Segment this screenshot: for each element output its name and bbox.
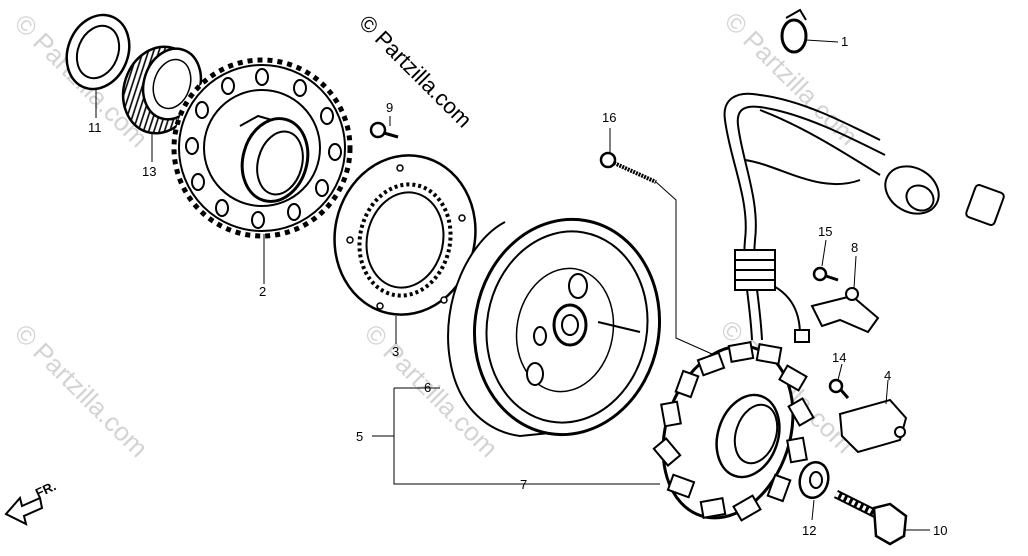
screw[interactable]	[828, 378, 850, 399]
callout-6[interactable]: 6	[424, 380, 431, 395]
stator[interactable]	[642, 329, 815, 535]
pulser-stay[interactable]	[810, 287, 880, 334]
coupler-connector-flat	[965, 184, 1005, 226]
callout-4[interactable]: 4	[884, 368, 891, 383]
pulser-terminal	[794, 329, 810, 343]
flywheel[interactable]	[447, 205, 676, 450]
wiring-harness	[723, 92, 886, 341]
callout-8[interactable]: 8	[851, 240, 858, 255]
wire-clamp[interactable]	[780, 8, 808, 54]
coupler-connector-round	[884, 165, 940, 215]
callout-3[interactable]: 3	[392, 344, 399, 359]
starter-driven-gear[interactable]	[171, 57, 353, 239]
callout-9[interactable]: 9	[386, 100, 393, 115]
callout-10[interactable]: 10	[933, 523, 947, 538]
callout-14[interactable]: 14	[832, 350, 846, 365]
leader-lines	[95, 39, 930, 531]
regulator-stay[interactable]	[838, 398, 908, 454]
callout-5[interactable]: 5	[356, 429, 363, 444]
callout-2[interactable]: 2	[259, 284, 266, 299]
callout-16[interactable]: 16	[602, 110, 616, 125]
thrust-washer[interactable]	[56, 6, 140, 99]
callout-15[interactable]: 15	[818, 224, 832, 239]
front-direction-arrow: FR.	[4, 478, 58, 526]
callout-11[interactable]: 11	[88, 120, 102, 135]
socket-bolt[interactable]	[599, 151, 657, 184]
bolt-small[interactable]	[369, 121, 399, 139]
bolt-pulser[interactable]	[812, 266, 839, 282]
callout-1[interactable]: 1	[841, 34, 848, 49]
front-direction-label: FR.	[33, 478, 58, 500]
flange-bolt[interactable]	[833, 489, 908, 546]
starter-one-way-clutch[interactable]	[320, 142, 490, 328]
callout-7[interactable]: 7	[520, 477, 527, 492]
callout-13[interactable]: 13	[142, 164, 156, 179]
washer[interactable]	[796, 459, 832, 501]
callout-12[interactable]: 12	[802, 523, 816, 538]
callout-labels: 1 2 3 4 5 6 7 8 9 10 11 12 13 14 15 16	[88, 34, 947, 538]
